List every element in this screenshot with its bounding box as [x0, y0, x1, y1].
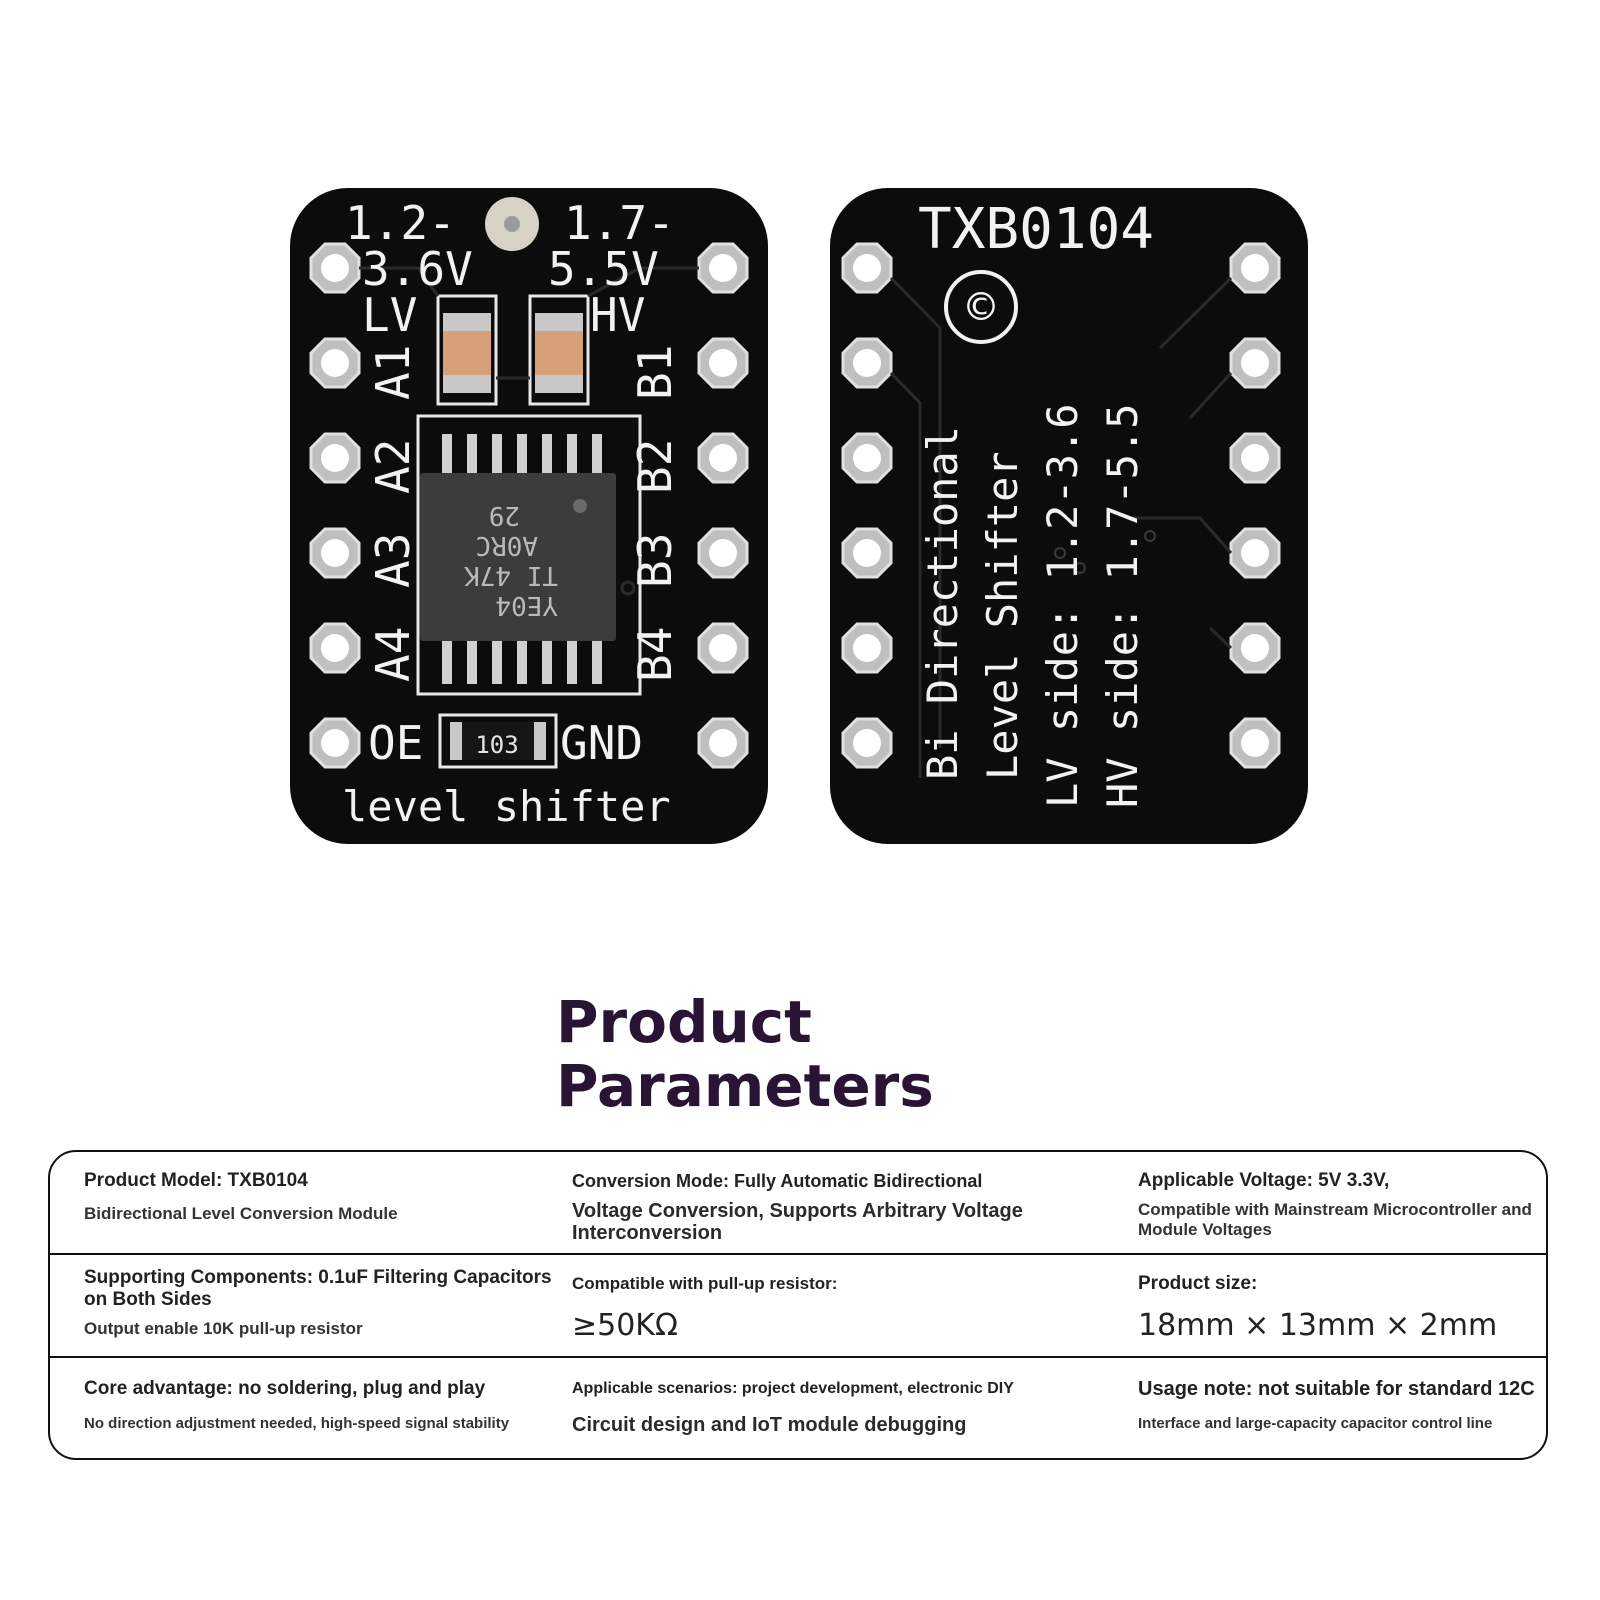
param-sub-text: Output enable 10K pull-up resistor [84, 1319, 363, 1338]
param-sub-text: Bidirectional Level Conversion Module [84, 1204, 398, 1223]
param-cell-supporting-components: Supporting Components: 0.1uF Filtering C… [84, 1255, 554, 1356]
lv-range-top: 1.2- [345, 196, 456, 250]
param-cell-core-advantage: Core advantage: no soldering, plug and p… [84, 1358, 554, 1458]
param-cell-applicable-scenarios: Applicable scenarios: project developmen… [572, 1358, 1092, 1458]
param-big-value: ≥50KΩ [572, 1308, 678, 1343]
chip-marking-line-1: 29 [488, 500, 520, 530]
param-cell-conversion-mode: Conversion Mode: Fully Automatic Bidirec… [572, 1152, 1092, 1253]
param-cell-product-model: Product Model: TXB0104 Bidirectional Lev… [84, 1152, 554, 1253]
param-main-text: Core advantage: no soldering, plug and p… [84, 1378, 486, 1399]
back-line-1: Bi Directional [918, 425, 967, 780]
parameters-row-1: Product Model: TXB0104 Bidirectional Lev… [50, 1152, 1546, 1255]
param-sub-text: Circuit design and IoT module debugging [572, 1414, 967, 1436]
heading-line-2: Parameters [556, 1052, 934, 1120]
pin-label-a4: A4 [366, 626, 420, 682]
pin-label-a1: A1 [366, 344, 420, 400]
pin-label-b3: B3 [628, 532, 682, 588]
parameters-table: Product Model: TXB0104 Bidirectional Lev… [48, 1150, 1548, 1460]
front-pcb-board: 1.2- 3.6V 1.7- 5.5V LV HV A1 A2 A3 A4 B1… [290, 188, 768, 844]
param-main-text: Product Model: TXB0104 [84, 1170, 308, 1191]
chip-marking-line-4: YE04 [495, 590, 558, 620]
param-main-text: Usage note: not suitable for standard 12… [1138, 1378, 1535, 1400]
heading-line-1: Product [556, 988, 812, 1056]
back-pcb-board: TXB0104 © Bi Directional Level Shifter L… [830, 188, 1308, 844]
parameters-row-3: Core advantage: no soldering, plug and p… [50, 1358, 1546, 1458]
product-parameters-heading: Product Parameters [556, 990, 934, 1118]
chip-marking-line-3: TI 47K [464, 560, 558, 590]
pin-label-b4: B4 [628, 626, 682, 682]
param-main-text: Conversion Mode: Fully Automatic Bidirec… [572, 1171, 983, 1191]
param-cell-usage-note: Usage note: not suitable for standard 12… [1138, 1358, 1538, 1458]
parameters-row-2: Supporting Components: 0.1uF Filtering C… [50, 1255, 1546, 1358]
param-cell-product-size: Product size: 18mm × 13mm × 2mm [1138, 1255, 1538, 1356]
param-main-text: Supporting Components: 0.1uF Filtering C… [84, 1267, 552, 1310]
hv-pin-label: HV [590, 288, 646, 342]
param-sub-text: Voltage Conversion, Supports Arbitrary V… [572, 1200, 1023, 1244]
param-cell-applicable-voltage: Applicable Voltage: 5V 3.3V, Compatible … [1138, 1152, 1538, 1253]
param-sub-text: Interface and large-capacity capacitor c… [1138, 1415, 1493, 1432]
back-line-2: Level Shifter [978, 451, 1027, 780]
param-big-value: 18mm × 13mm × 2mm [1138, 1308, 1498, 1343]
param-sub-text: Compatible with Mainstream Microcontroll… [1138, 1200, 1532, 1239]
pin-label-b2: B2 [628, 438, 682, 494]
oe-pin-label: OE [368, 716, 424, 770]
pin-label-b1: B1 [628, 344, 682, 400]
param-main-text: Product size: [1138, 1273, 1258, 1294]
pin-label-a2: A2 [366, 438, 420, 494]
back-line-3: LV side: 1.2-3.6 [1038, 403, 1087, 808]
hv-range-top: 1.7- [564, 196, 675, 250]
param-main-text: Applicable Voltage: 5V 3.3V, [1138, 1170, 1390, 1191]
chip-marking-line-2: A0RC [475, 530, 538, 560]
lv-pin-label: LV [362, 288, 418, 342]
back-pcb-graphics [841, 242, 1281, 778]
resistor-code: 103 [475, 731, 519, 759]
pin-label-a3: A3 [366, 532, 420, 588]
param-main-text: Compatible with pull-up resistor: [572, 1274, 838, 1293]
param-sub-text: No direction adjustment needed, high-spe… [84, 1415, 510, 1432]
front-pcb-graphics [309, 197, 749, 769]
hv-range-bottom: 5.5V [548, 242, 659, 296]
back-line-4: HV side: 1.7-5.5 [1098, 403, 1147, 808]
back-board-title: TXB0104 [918, 197, 1155, 262]
level-shifter-label: level shifter [342, 782, 671, 831]
copyright-mark: © [944, 270, 1018, 344]
gnd-pin-label: GND [560, 716, 644, 770]
param-cell-pull-up-resistor: Compatible with pull-up resistor: ≥50KΩ [572, 1255, 1092, 1356]
lv-range-bottom: 3.6V [362, 242, 473, 296]
param-main-text: Applicable scenarios: project developmen… [572, 1380, 1014, 1397]
